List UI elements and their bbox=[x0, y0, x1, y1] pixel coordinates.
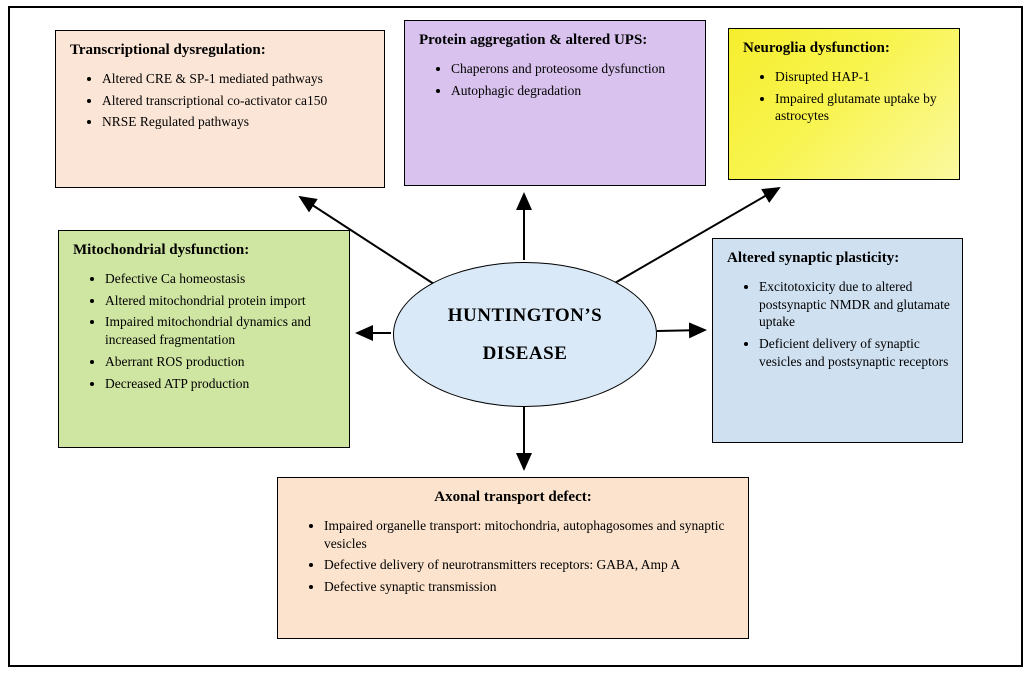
bullet-item: Defective synaptic transmission bbox=[324, 578, 738, 596]
bullet-item: Deficient delivery of synaptic vesicles … bbox=[759, 335, 952, 371]
bullet-list: Chaperons and proteosome dysfunction Aut… bbox=[415, 60, 695, 100]
box-mitochondrial-dysfunction: Mitochondrial dysfunction: Defective Ca … bbox=[58, 230, 350, 448]
center-node-huntingtons-disease: HUNTINGTON’S DISEASE bbox=[393, 262, 657, 407]
bullet-list: Excitotoxicity due to altered postsynapt… bbox=[723, 278, 952, 371]
bullet-item: Altered CRE & SP-1 mediated pathways bbox=[102, 70, 374, 88]
center-title-line2: DISEASE bbox=[482, 342, 568, 364]
bullet-item: Altered mitochondrial protein import bbox=[105, 292, 339, 310]
bullet-list: Altered CRE & SP-1 mediated pathways Alt… bbox=[66, 70, 374, 131]
bullet-item: Excitotoxicity due to altered postsynapt… bbox=[759, 278, 952, 331]
box-title: Protein aggregation & altered UPS: bbox=[419, 32, 648, 48]
bullet-item: Impaired mitochondrial dynamics and incr… bbox=[105, 313, 339, 349]
bullet-item: Aberrant ROS production bbox=[105, 353, 339, 371]
box-title: Altered synaptic plasticity: bbox=[727, 250, 900, 266]
box-title: Axonal transport defect: bbox=[434, 489, 592, 505]
bullet-item: Impaired glutamate uptake by astrocytes bbox=[775, 90, 949, 126]
box-altered-synaptic-plasticity: Altered synaptic plasticity: Excitotoxic… bbox=[712, 238, 963, 443]
bullet-item: Defective Ca homeostasis bbox=[105, 270, 339, 288]
center-title-line1: HUNTINGTON’S bbox=[447, 304, 603, 326]
bullet-item: Chaperons and proteosome dysfunction bbox=[451, 60, 695, 78]
diagram-border bbox=[8, 6, 1023, 667]
bullet-item: Impaired organelle transport: mitochondr… bbox=[324, 517, 738, 553]
bullet-item: Autophagic degradation bbox=[451, 82, 695, 100]
box-title: Mitochondrial dysfunction: bbox=[73, 242, 250, 258]
bullet-item: Decreased ATP production bbox=[105, 375, 339, 393]
bullet-item: NRSE Regulated pathways bbox=[102, 113, 374, 131]
bullet-item: Altered transcriptional co-activator ca1… bbox=[102, 92, 374, 110]
bullet-item: Disrupted HAP-1 bbox=[775, 68, 949, 86]
box-title: Neuroglia dysfunction: bbox=[743, 40, 890, 56]
bullet-list: Defective Ca homeostasis Altered mitocho… bbox=[69, 270, 339, 393]
bullet-item: Defective delivery of neurotransmitters … bbox=[324, 556, 738, 574]
bullet-list: Impaired organelle transport: mitochondr… bbox=[288, 517, 738, 596]
box-neuroglia-dysfunction: Neuroglia dysfunction: Disrupted HAP-1 I… bbox=[728, 28, 960, 180]
box-axonal-transport-defect: Axonal transport defect: Impaired organe… bbox=[277, 477, 749, 639]
box-protein-aggregation: Protein aggregation & altered UPS: Chape… bbox=[404, 20, 706, 186]
box-transcriptional-dysregulation: Transcriptional dysregulation: Altered C… bbox=[55, 30, 385, 188]
box-title: Transcriptional dysregulation: bbox=[70, 42, 266, 58]
bullet-list: Disrupted HAP-1 Impaired glutamate uptak… bbox=[739, 68, 949, 125]
